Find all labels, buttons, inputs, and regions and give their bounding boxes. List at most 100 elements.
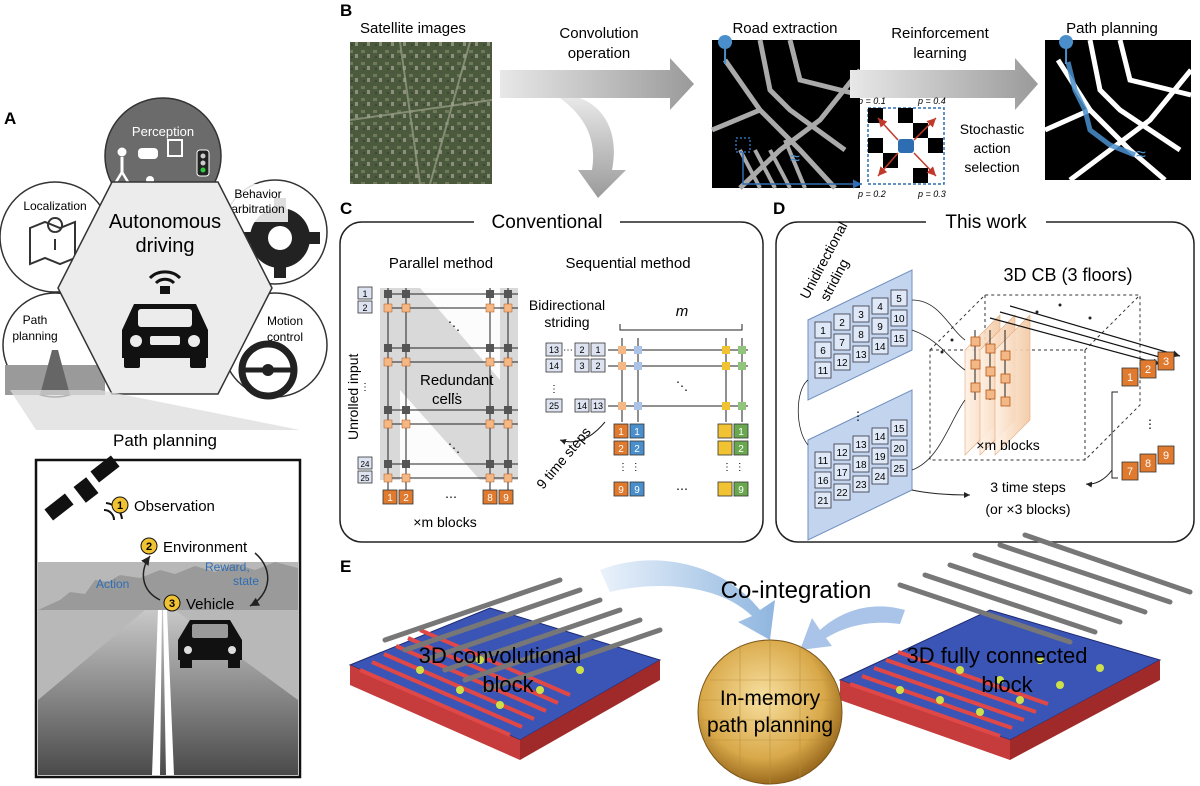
prob-label-4: p = 0.3 bbox=[917, 189, 946, 199]
planned-path bbox=[1065, 61, 1136, 158]
grid-cell-label: 21 bbox=[817, 496, 829, 507]
behavior-module: Behavior arbitration bbox=[222, 179, 328, 285]
satellite-title: Satellite images bbox=[360, 20, 466, 37]
car-icon bbox=[138, 148, 158, 159]
reward-label-2: state bbox=[233, 574, 259, 588]
rl-arrow bbox=[850, 58, 1038, 110]
time-steps-label-2: (or ×3 blocks) bbox=[985, 501, 1070, 517]
grid-cell bbox=[890, 439, 908, 457]
rl-title-1: Reinforcement bbox=[891, 25, 989, 42]
parallel-method-title: Parallel method bbox=[389, 255, 493, 272]
grid-cell-label: 10 bbox=[893, 314, 905, 325]
stochastic-label-1: Stochastic bbox=[960, 121, 1025, 137]
seq-input-cell: 2 bbox=[579, 345, 584, 355]
panel-d-label: D bbox=[773, 199, 785, 218]
panel-b: B Satellite images Convolution operation… bbox=[340, 1, 1193, 199]
grid-cell-label: 15 bbox=[893, 424, 905, 435]
3d-fc-block-chip bbox=[838, 532, 1193, 760]
svg-text:⋱: ⋱ bbox=[448, 319, 460, 333]
grid-cell bbox=[890, 419, 908, 437]
grid-cell-label: 12 bbox=[836, 448, 848, 459]
grid-cell-label: 2 bbox=[839, 318, 845, 329]
autonomous-car-icon bbox=[122, 270, 208, 368]
grid-cell-label: 9 bbox=[877, 322, 883, 333]
path-label-1: Path bbox=[23, 313, 48, 327]
sequential-inputs: 13 2 1 14 3 2 ⋮ 25 14 13 ⋯ bbox=[545, 342, 606, 413]
step2-number: 2 bbox=[146, 541, 152, 553]
cb-blocks-label: ×m blocks bbox=[976, 437, 1039, 453]
grid-cell bbox=[852, 475, 870, 493]
sequential-method-title: Sequential method bbox=[565, 255, 690, 272]
grid-cell bbox=[814, 361, 832, 379]
grid-cell-label: 12 bbox=[836, 358, 848, 369]
motion-label-1: Motion bbox=[267, 314, 303, 328]
perception-label: Perception bbox=[132, 124, 194, 139]
grid-cell bbox=[852, 325, 870, 343]
seq-output-cell: 9 bbox=[738, 485, 744, 496]
seq-input-cell: 25 bbox=[549, 401, 559, 411]
grid-cell bbox=[852, 305, 870, 323]
hexagon-title-2: driving bbox=[136, 235, 195, 257]
parallel-crossbar: ⋱ ⋱ ⋯ bbox=[380, 288, 518, 490]
step1-label: Observation bbox=[134, 498, 215, 515]
step2-badge bbox=[140, 537, 158, 555]
bidirectional-label-1: Bidirectional bbox=[529, 297, 605, 313]
seq-input-cell: 14 bbox=[577, 401, 587, 411]
panel-b-label: B bbox=[340, 1, 352, 20]
grid-cell-label: 25 bbox=[893, 464, 905, 475]
path-planning-detail: 1 Observation 2 Environment 3 Vehicle Ac… bbox=[34, 455, 302, 779]
redundant-label-1: Redundant bbox=[420, 372, 494, 389]
svg-text:⋯: ⋯ bbox=[448, 388, 459, 400]
conv-block-label-1: 3D convolutional bbox=[419, 643, 582, 668]
in-memory-label-2: path planning bbox=[707, 714, 833, 737]
input-cell: 1 bbox=[362, 289, 367, 299]
parallel-outputs: 1 2 8 9 ⋯ bbox=[382, 489, 514, 505]
output-cell: 8 bbox=[487, 493, 493, 504]
grid-cell-label: 23 bbox=[855, 480, 867, 491]
path-planning-title: Path planning bbox=[1066, 20, 1158, 37]
autonomous-driving-hexagon: Autonomous driving bbox=[57, 181, 273, 395]
cb-output-cell: 7 bbox=[1127, 466, 1133, 478]
action-arrow bbox=[141, 555, 161, 601]
seq-output-cell: 1 bbox=[618, 427, 624, 438]
time-step-arrow bbox=[559, 421, 606, 445]
cb-output-cell: 1 bbox=[1127, 372, 1133, 384]
road-extraction-image: ≈ bbox=[711, 35, 862, 190]
road-extraction-title: Road extraction bbox=[732, 20, 837, 37]
grid-cell bbox=[852, 455, 870, 473]
svg-text:⋯: ⋯ bbox=[676, 482, 688, 496]
panel-c: C Conventional Parallel method Sequentia… bbox=[339, 199, 764, 543]
panel-c-label: C bbox=[340, 199, 352, 218]
grid-cell bbox=[833, 483, 851, 501]
grid-cell-label: 3 bbox=[858, 310, 864, 321]
unrolled-input-label: Unrolled input bbox=[345, 354, 361, 440]
path-planning-image: ≈ bbox=[1043, 35, 1193, 182]
panel-e: E 3D convolutional block bbox=[340, 532, 1193, 785]
stochastic-label-3: selection bbox=[964, 159, 1019, 175]
action-label: Action bbox=[96, 577, 129, 591]
convolution-title-2: operation bbox=[568, 45, 631, 62]
grid-cell bbox=[833, 313, 851, 331]
reward-label-1: Reward, bbox=[205, 560, 250, 574]
behavior-label-1: Behavior bbox=[234, 187, 281, 201]
start-pin-icon bbox=[718, 35, 733, 65]
wafer-icon bbox=[697, 639, 843, 785]
prob-label-2: p = 0.4 bbox=[917, 96, 946, 106]
grid-cell bbox=[871, 317, 889, 335]
grid-cell-label: 14 bbox=[874, 342, 886, 353]
convolution-title-1: Convolution bbox=[559, 25, 638, 42]
satellite-image bbox=[350, 42, 492, 184]
cb-outputs-top: 1 2 3 bbox=[1121, 351, 1175, 387]
grid-cell bbox=[833, 333, 851, 351]
grid-cell-label: 16 bbox=[817, 476, 829, 487]
redundant-label-2: cells bbox=[432, 391, 462, 408]
prob-label-3: p = 0.2 bbox=[857, 189, 886, 199]
conv-block-label-2: block bbox=[482, 672, 534, 697]
step2-label: Environment bbox=[163, 539, 248, 556]
down-arrow-to-c bbox=[560, 98, 626, 198]
svg-text:⋯: ⋯ bbox=[563, 345, 573, 356]
satellite-icon bbox=[44, 455, 123, 521]
